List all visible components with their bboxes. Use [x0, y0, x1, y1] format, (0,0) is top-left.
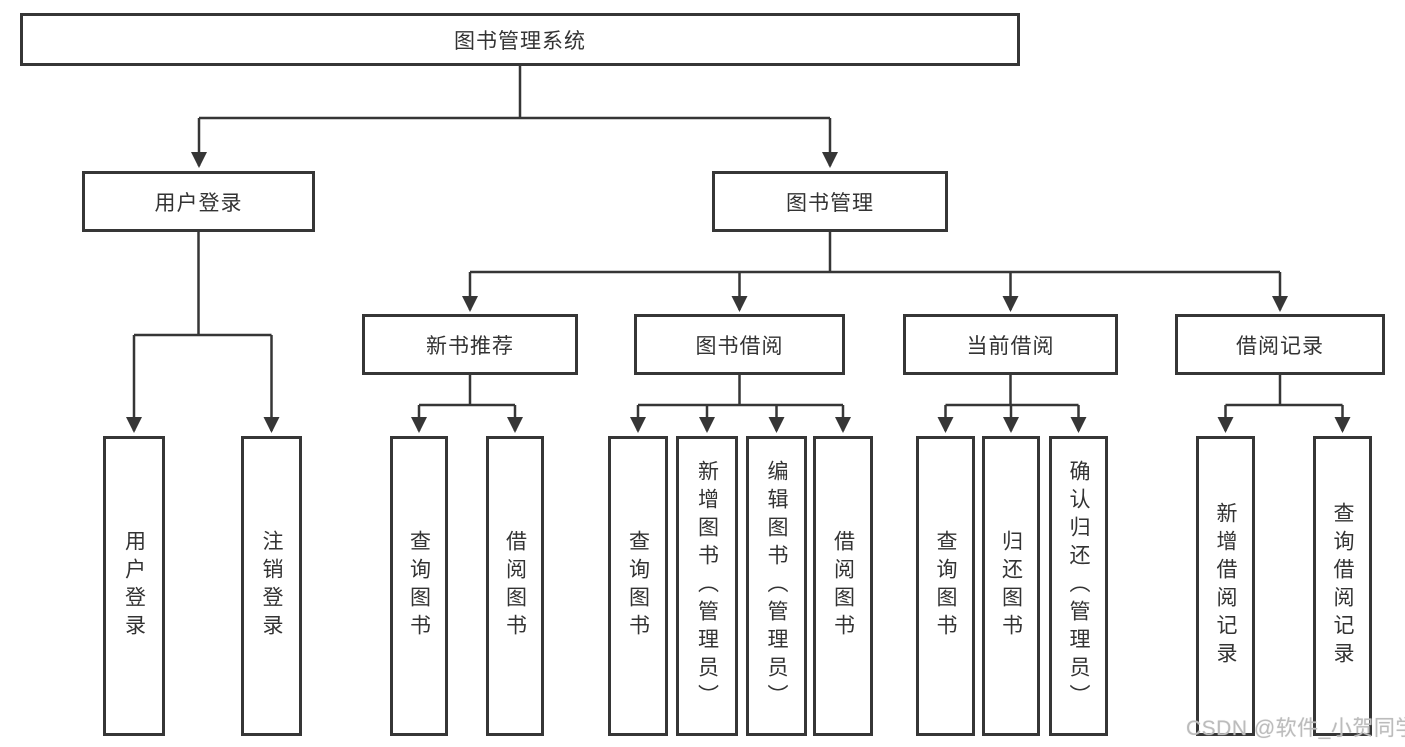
leaf-logout: 注销登录: [241, 436, 302, 736]
node-current-borrow-label: 当前借阅: [966, 334, 1055, 358]
leaf-confirm-return-admin-label: 确认归还（管理员）: [1067, 460, 1090, 712]
leaf-add-borrow-record-label: 新增借阅记录: [1214, 502, 1237, 670]
leaf-borrow-books-1-label: 借阅图书: [503, 530, 527, 642]
node-root: 图书管理系统: [20, 13, 1020, 66]
leaf-query-books-2: 查询图书: [608, 436, 668, 736]
leaf-query-books-3-label: 查询图书: [934, 530, 957, 642]
leaf-borrow-books-2-label: 借阅图书: [831, 530, 855, 642]
leaf-edit-book-admin: 编辑图书（管理员）: [746, 436, 807, 736]
node-user-login-label: 用户登录: [154, 191, 243, 215]
leaf-return-book: 归还图书: [982, 436, 1040, 736]
leaf-query-borrow-record: 查询借阅记录: [1313, 436, 1372, 736]
leaf-user-login-label: 用户登录: [122, 530, 146, 642]
leaf-edit-book-admin-label: 编辑图书（管理员）: [765, 460, 788, 712]
leaf-query-books-3: 查询图书: [916, 436, 975, 736]
node-borrow-records-label: 借阅记录: [1236, 334, 1324, 358]
node-borrow-records: 借阅记录: [1175, 314, 1385, 375]
leaf-query-books-1: 查询图书: [390, 436, 448, 736]
connector-user-login: [134, 232, 272, 337]
node-book-management: 图书管理: [712, 171, 948, 232]
leaf-confirm-return-admin: 确认归还（管理员）: [1049, 436, 1108, 736]
node-new-book-recommend: 新书推荐: [362, 314, 578, 375]
node-book-borrow: 图书借阅: [634, 314, 845, 375]
leaf-borrow-books-1: 借阅图书: [486, 436, 544, 736]
leaf-add-book-admin-label: 新增图书（管理员）: [695, 460, 719, 712]
leaf-borrow-books-2: 借阅图书: [813, 436, 873, 736]
connector-current-borrow: [945, 375, 1079, 407]
node-book-management-label: 图书管理: [786, 191, 874, 215]
csdn-watermark: CSDN @软件_小贺同学: [1186, 717, 1405, 740]
node-root-label: 图书管理系统: [454, 29, 586, 53]
connector-new-book-recommend: [419, 375, 515, 407]
leaf-add-book-admin: 新增图书（管理员）: [676, 436, 738, 736]
connector-borrow-records: [1225, 375, 1343, 407]
leaf-add-borrow-record: 新增借阅记录: [1196, 436, 1255, 736]
leaf-user-login: 用户登录: [103, 436, 165, 736]
leaf-query-borrow-record-label: 查询借阅记录: [1331, 502, 1354, 670]
leaf-query-books-1-label: 查询图书: [407, 530, 431, 642]
leaf-logout-label: 注销登录: [260, 530, 283, 642]
node-book-borrow-label: 图书借阅: [695, 334, 784, 358]
connector-root: [199, 66, 830, 120]
connector-book-borrow: [638, 375, 843, 407]
node-user-login: 用户登录: [82, 171, 315, 232]
node-current-borrow: 当前借阅: [903, 314, 1118, 375]
leaf-return-book-label: 归还图书: [999, 530, 1023, 642]
leaf-query-books-2-label: 查询图书: [626, 530, 650, 642]
node-new-book-recommend-label: 新书推荐: [426, 334, 514, 358]
connector-book-management: [470, 232, 1280, 274]
